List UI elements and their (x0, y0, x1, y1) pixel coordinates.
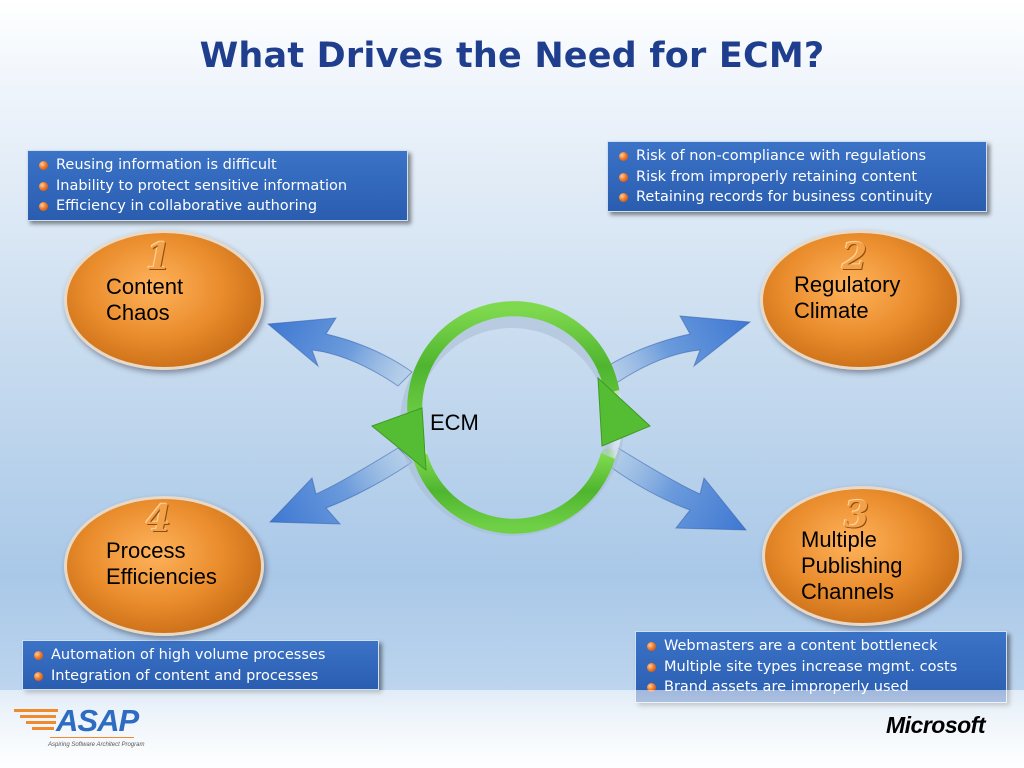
page-title: What Drives the Need for ECM? (199, 36, 825, 76)
driver-label-line: Multiple (801, 527, 877, 552)
list-item: Inability to protect sensitive informati… (38, 176, 399, 197)
driver-label-publishing-channels: Multiple Publishing Channels (801, 527, 903, 605)
list-item: Risk of non-compliance with regulations (618, 146, 978, 167)
driver-number-3: 3 (844, 494, 870, 536)
ring-arrowhead-right (597, 376, 651, 447)
driver-label-line: Content (106, 274, 184, 299)
driver-oval-content-chaos (64, 230, 264, 370)
box-process-issues: Automation of high volume processes Inte… (22, 640, 379, 690)
arrow-top-left (266, 317, 413, 387)
driver-oval-process-efficiencies (64, 496, 264, 636)
driver-label-line: Channels (801, 579, 894, 604)
driver-label-line: Climate (794, 298, 869, 323)
list-item: Risk from improperly retaining content (618, 167, 978, 188)
list-item: Automation of high volume processes (33, 645, 370, 666)
driver-label-line: Efficiencies (106, 564, 217, 589)
driver-label-line: Publishing (801, 553, 903, 578)
microsoft-logo: Microsoft (886, 712, 986, 738)
box-content-chaos-issues: Reusing information is difficult Inabili… (27, 150, 408, 221)
ring-arrowhead-left (370, 407, 427, 472)
driver-number-4: 4 (146, 498, 172, 540)
list-item: Reusing information is difficult (38, 155, 399, 176)
driver-label-process-efficiencies: Process Efficiencies (106, 538, 217, 590)
driver-label-content-chaos: Content Chaos (106, 274, 183, 326)
driver-label-line: Process (106, 538, 186, 563)
asap-logo: ASAP (56, 703, 139, 738)
list-item: Webmasters are a content bottleneck (646, 636, 998, 657)
arrow-bottom-left (268, 447, 413, 525)
driver-label-line: Chaos (106, 300, 170, 325)
list-item: Retaining records for business continuit… (618, 187, 978, 208)
driver-label-line: Regulatory (794, 272, 901, 297)
arrow-bottom-right (603, 447, 748, 531)
box-regulatory-issues: Risk of non-compliance with regulations … (607, 141, 987, 212)
driver-number-1: 1 (146, 236, 172, 278)
ecm-cycle-ring (370, 301, 651, 536)
asap-tagline: Aspiring Software Architect Program (48, 742, 145, 748)
ecm-label: ECM (430, 410, 479, 435)
driver-oval-publishing-channels (762, 486, 962, 626)
list-item: Multiple site types increase mgmt. costs (646, 657, 998, 678)
footer-band (0, 690, 1024, 768)
arrow-top-right (597, 315, 752, 387)
list-item: Integration of content and processes (33, 666, 370, 687)
driver-label-regulatory-climate: Regulatory Climate (794, 272, 900, 324)
list-item: Efficiency in collaborative authoring (38, 196, 399, 217)
driver-oval-regulatory-climate (760, 230, 960, 370)
driver-number-2: 2 (842, 236, 868, 278)
